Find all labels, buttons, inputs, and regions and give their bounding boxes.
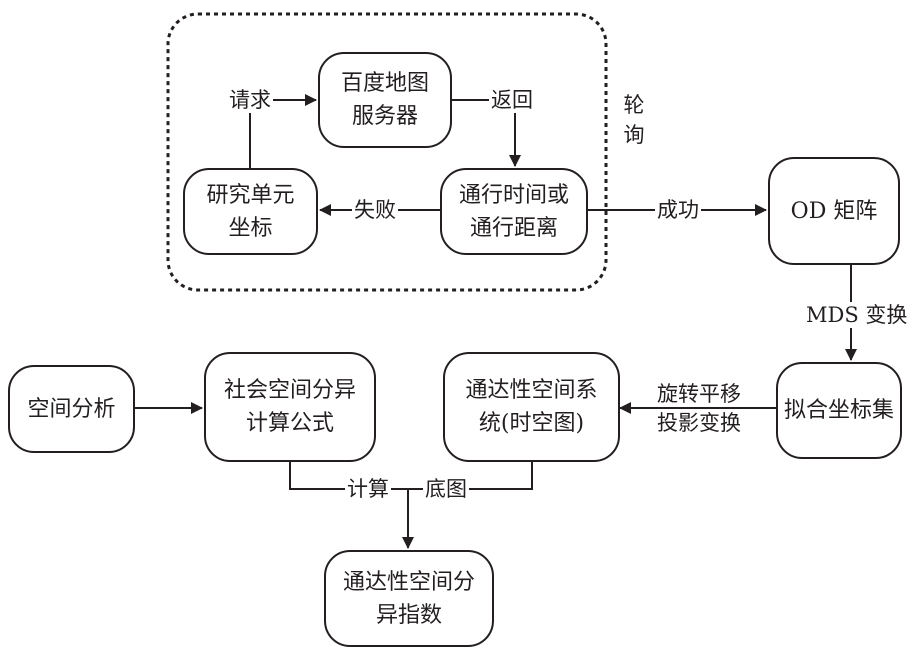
label-calc: 计算 [345,476,391,502]
node-research-unit-coords: 研究单元 坐标 [183,168,318,255]
label-fail: 失败 [352,197,398,223]
node-baidu-server: 百度地图 服务器 [318,52,452,148]
label-mds: MDS 变换 [804,302,910,328]
edge-calc [289,462,533,490]
node-travel-time-distance: 通行时间或 通行距离 [440,168,588,255]
label-success: 成功 [655,197,701,223]
label-projection: 投影变换 [655,410,743,436]
label-base-map: 底图 [423,476,469,502]
polling-label: 轮 询 [623,93,645,147]
node-accessibility-system: 通达性空间系 统(时空图) [443,352,620,462]
label-rotate-translate: 旋转平移 [655,381,743,407]
node-segregation-index: 通达性空间分 异指数 [324,550,494,647]
node-segregation-formula: 社会空间分异 计算公式 [204,352,376,462]
node-spatial-analysis: 空间分析 [8,365,135,453]
node-fitted-coords: 拟合坐标集 [776,362,902,459]
node-od-matrix: OD 矩阵 [768,157,900,265]
label-return: 返回 [489,87,535,113]
label-request: 请求 [227,87,273,113]
